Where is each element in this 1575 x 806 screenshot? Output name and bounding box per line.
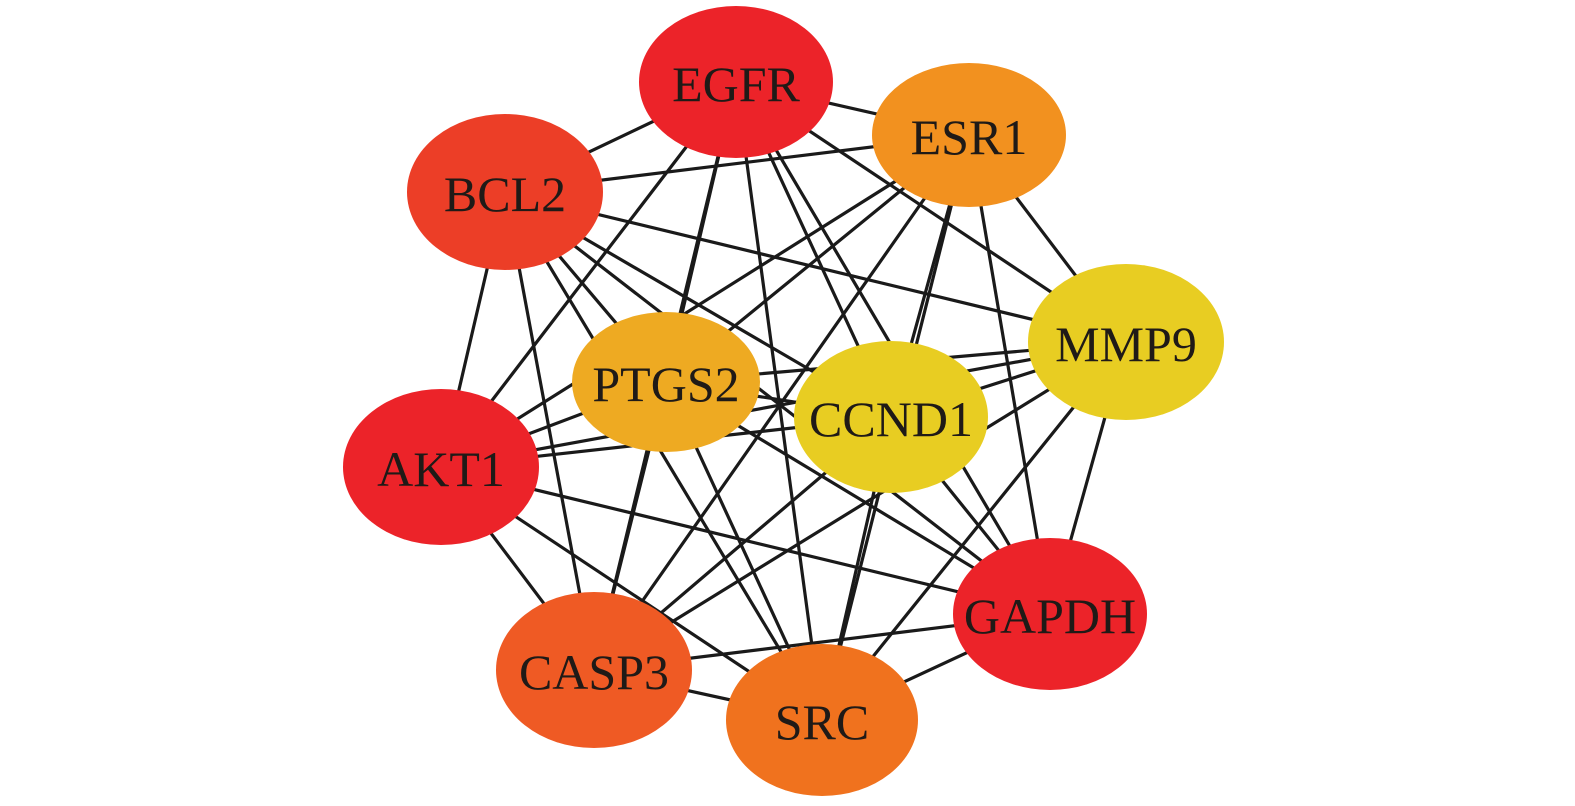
node-ellipse: [872, 63, 1066, 207]
node-label: EGFR: [672, 56, 800, 112]
node-label: GAPDH: [964, 588, 1136, 644]
node-label: CASP3: [519, 644, 669, 700]
node-ellipse: [794, 341, 988, 493]
node-label: CCND1: [809, 391, 973, 447]
node-mmp9[interactable]: MMP9: [1028, 264, 1224, 420]
node-label: BCL2: [444, 166, 566, 222]
node-gapdh[interactable]: GAPDH: [953, 538, 1147, 690]
edge-bcl2-casp3: [503, 190, 596, 672]
edge-akt1-gapdh: [439, 465, 1052, 616]
node-label: ESR1: [911, 109, 1028, 165]
node-akt1[interactable]: AKT1: [343, 389, 539, 545]
node-ellipse: [496, 592, 692, 748]
node-label: MMP9: [1055, 316, 1197, 372]
node-esr1[interactable]: ESR1: [872, 63, 1066, 207]
edge-bcl2-gapdh: [503, 190, 1052, 616]
node-label: SRC: [775, 694, 870, 750]
node-ptgs2[interactable]: PTGS2: [572, 312, 760, 452]
node-src[interactable]: SRC: [726, 644, 918, 796]
node-casp3[interactable]: CASP3: [496, 592, 692, 748]
edge-esr1-casp3: [592, 133, 971, 672]
node-ellipse: [1028, 264, 1224, 420]
node-ellipse: [726, 644, 918, 796]
edge-esr1-gapdh: [967, 133, 1052, 616]
edge-mmp9-akt1: [439, 340, 1128, 469]
node-ellipse: [343, 389, 539, 545]
edge-bcl2-src: [503, 190, 824, 722]
node-ccnd1[interactable]: CCND1: [794, 341, 988, 493]
edge-esr1-akt1: [439, 133, 971, 469]
node-label: PTGS2: [592, 356, 739, 412]
node-ellipse: [572, 312, 760, 452]
node-ellipse: [407, 114, 603, 270]
node-egfr[interactable]: EGFR: [639, 6, 833, 158]
node-ellipse: [953, 538, 1147, 690]
node-bcl2[interactable]: BCL2: [407, 114, 603, 270]
edge-mmp9-casp3: [592, 340, 1128, 672]
node-label: AKT1: [377, 441, 505, 497]
node-ellipse: [639, 6, 833, 158]
edge-bcl2-mmp9: [503, 190, 1128, 344]
